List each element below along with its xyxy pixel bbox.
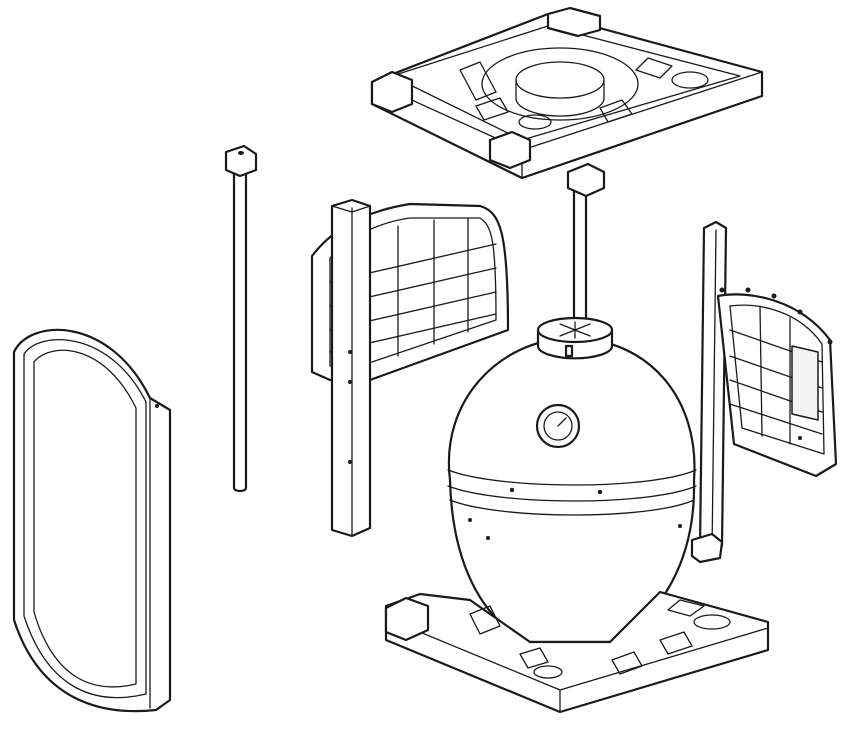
front-left-leg: [330, 198, 372, 538]
thermometer-gauge: [535, 403, 581, 449]
left-post: [224, 144, 258, 493]
kamado-egg: [447, 316, 697, 644]
side-frame: [12, 328, 172, 713]
right-side-shelf: [716, 287, 838, 478]
right-leg: [690, 220, 728, 564]
top-tray: [370, 6, 764, 180]
center-post: [566, 162, 606, 332]
bottom-tray: [384, 590, 770, 714]
top-vent-cap: [536, 316, 614, 360]
